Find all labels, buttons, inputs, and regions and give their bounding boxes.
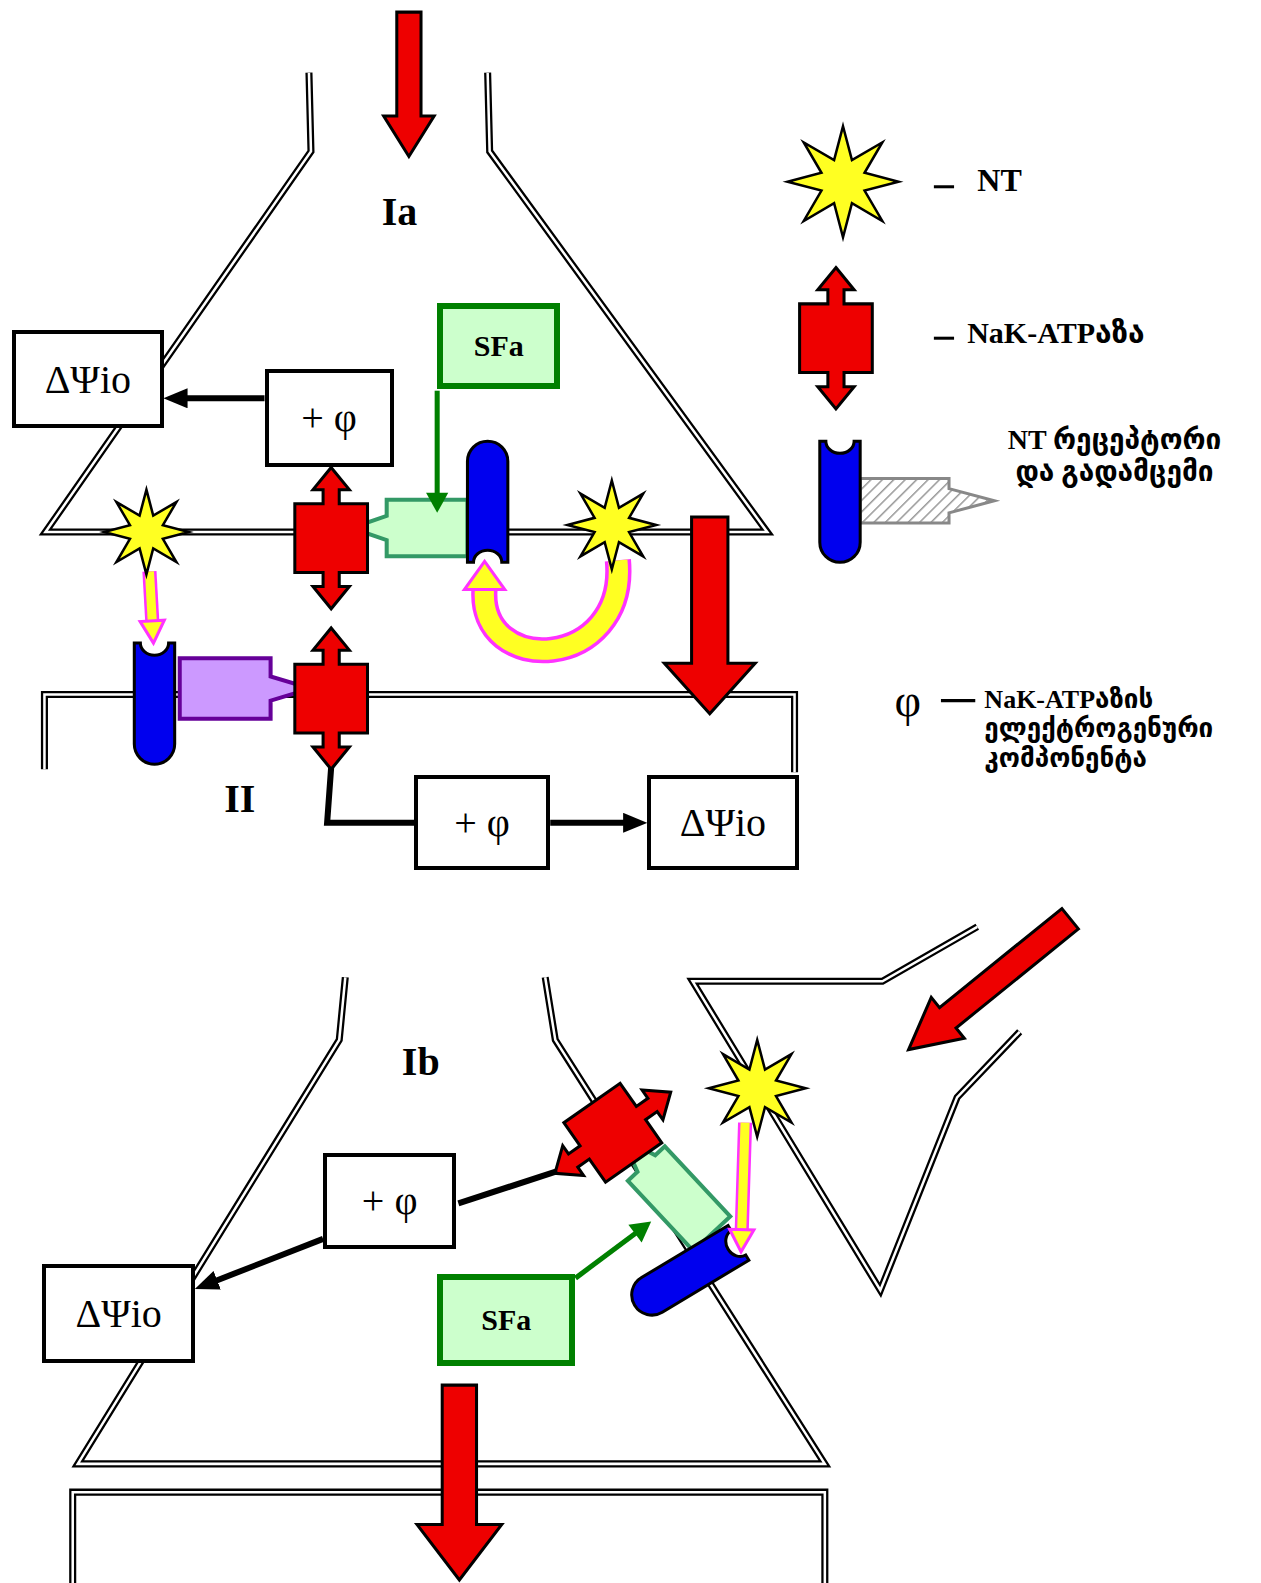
nt-receptor bbox=[134, 643, 174, 764]
legend-dash bbox=[934, 185, 954, 188]
factor-arrow-head bbox=[628, 1222, 651, 1243]
nt-arrow bbox=[149, 571, 152, 625]
nak-atpase bbox=[534, 1062, 691, 1203]
legend-text: NT რეცეპტორი და გადამცემი bbox=[1000, 424, 1230, 488]
signal-arrow bbox=[417, 1385, 502, 1580]
box-text: SFa bbox=[474, 329, 524, 363]
component-box: + φ bbox=[414, 775, 550, 870]
box-text: + φ bbox=[362, 1177, 418, 1224]
nt-curve bbox=[484, 560, 618, 650]
nt-arrow-rim bbox=[742, 1123, 745, 1234]
factor-box: SFa bbox=[437, 1274, 575, 1366]
pump-wire bbox=[458, 1171, 557, 1203]
legend-symbol: φ bbox=[895, 674, 922, 727]
potential-box: ΔΨio bbox=[647, 775, 798, 870]
nt-receptor bbox=[624, 1226, 749, 1323]
signal-arrow bbox=[384, 12, 434, 156]
legend-nak-atpase bbox=[800, 268, 873, 409]
nt-star bbox=[709, 1040, 806, 1137]
transducer-arrow bbox=[180, 658, 311, 719]
legend-text: NaK-ATPაზის ელექტროგენური კომპონენტა bbox=[984, 685, 1250, 775]
box-text: ΔΨio bbox=[45, 356, 131, 403]
nt-curve-rim bbox=[484, 560, 618, 650]
box-text: ΔΨio bbox=[680, 799, 766, 846]
nt-star bbox=[104, 490, 189, 575]
neuron-label: Ib bbox=[402, 1038, 440, 1085]
legend-dash bbox=[941, 699, 975, 702]
legend-nt-star bbox=[787, 126, 898, 237]
nt-arrow-head bbox=[730, 1229, 754, 1252]
connector-arrow bbox=[550, 820, 627, 826]
component-box: + φ bbox=[323, 1153, 456, 1249]
factor-box: SFa bbox=[437, 303, 560, 389]
nak-atpase bbox=[295, 628, 368, 769]
nak-atpase bbox=[295, 467, 368, 608]
factor-arrow-head bbox=[426, 493, 448, 513]
nt-arrow-head bbox=[140, 620, 164, 643]
factor-arrow bbox=[435, 391, 440, 497]
box-text: + φ bbox=[301, 394, 357, 441]
component-box: + φ bbox=[265, 369, 394, 468]
legend-dash bbox=[934, 337, 954, 340]
potential-box: ΔΨio bbox=[42, 1264, 194, 1363]
signal-arrow bbox=[664, 517, 755, 714]
factor-arrow bbox=[575, 1231, 638, 1278]
connector-arrow bbox=[213, 1239, 323, 1282]
nt-curve-head bbox=[464, 561, 504, 589]
pump-wire bbox=[327, 767, 416, 823]
box-text: SFa bbox=[481, 1303, 531, 1337]
nt-receptor bbox=[467, 441, 507, 562]
potential-box: ΔΨio bbox=[12, 330, 163, 428]
nt-arrow bbox=[742, 1123, 745, 1234]
signal-arrow bbox=[892, 898, 1087, 1070]
legend-text: NT bbox=[977, 162, 1021, 199]
connector-arrow bbox=[184, 395, 265, 401]
nt-star bbox=[567, 481, 656, 570]
neuron-label: II bbox=[224, 775, 255, 822]
neuron-label: Ia bbox=[382, 188, 418, 235]
legend-receptor bbox=[820, 441, 860, 562]
legend-transducer bbox=[860, 479, 994, 523]
box-text: + φ bbox=[454, 799, 510, 846]
box-text: ΔΨio bbox=[75, 1290, 161, 1337]
nt-arrow-rim bbox=[149, 571, 152, 625]
legend-text: NaK-ATPაზა bbox=[967, 316, 1145, 351]
